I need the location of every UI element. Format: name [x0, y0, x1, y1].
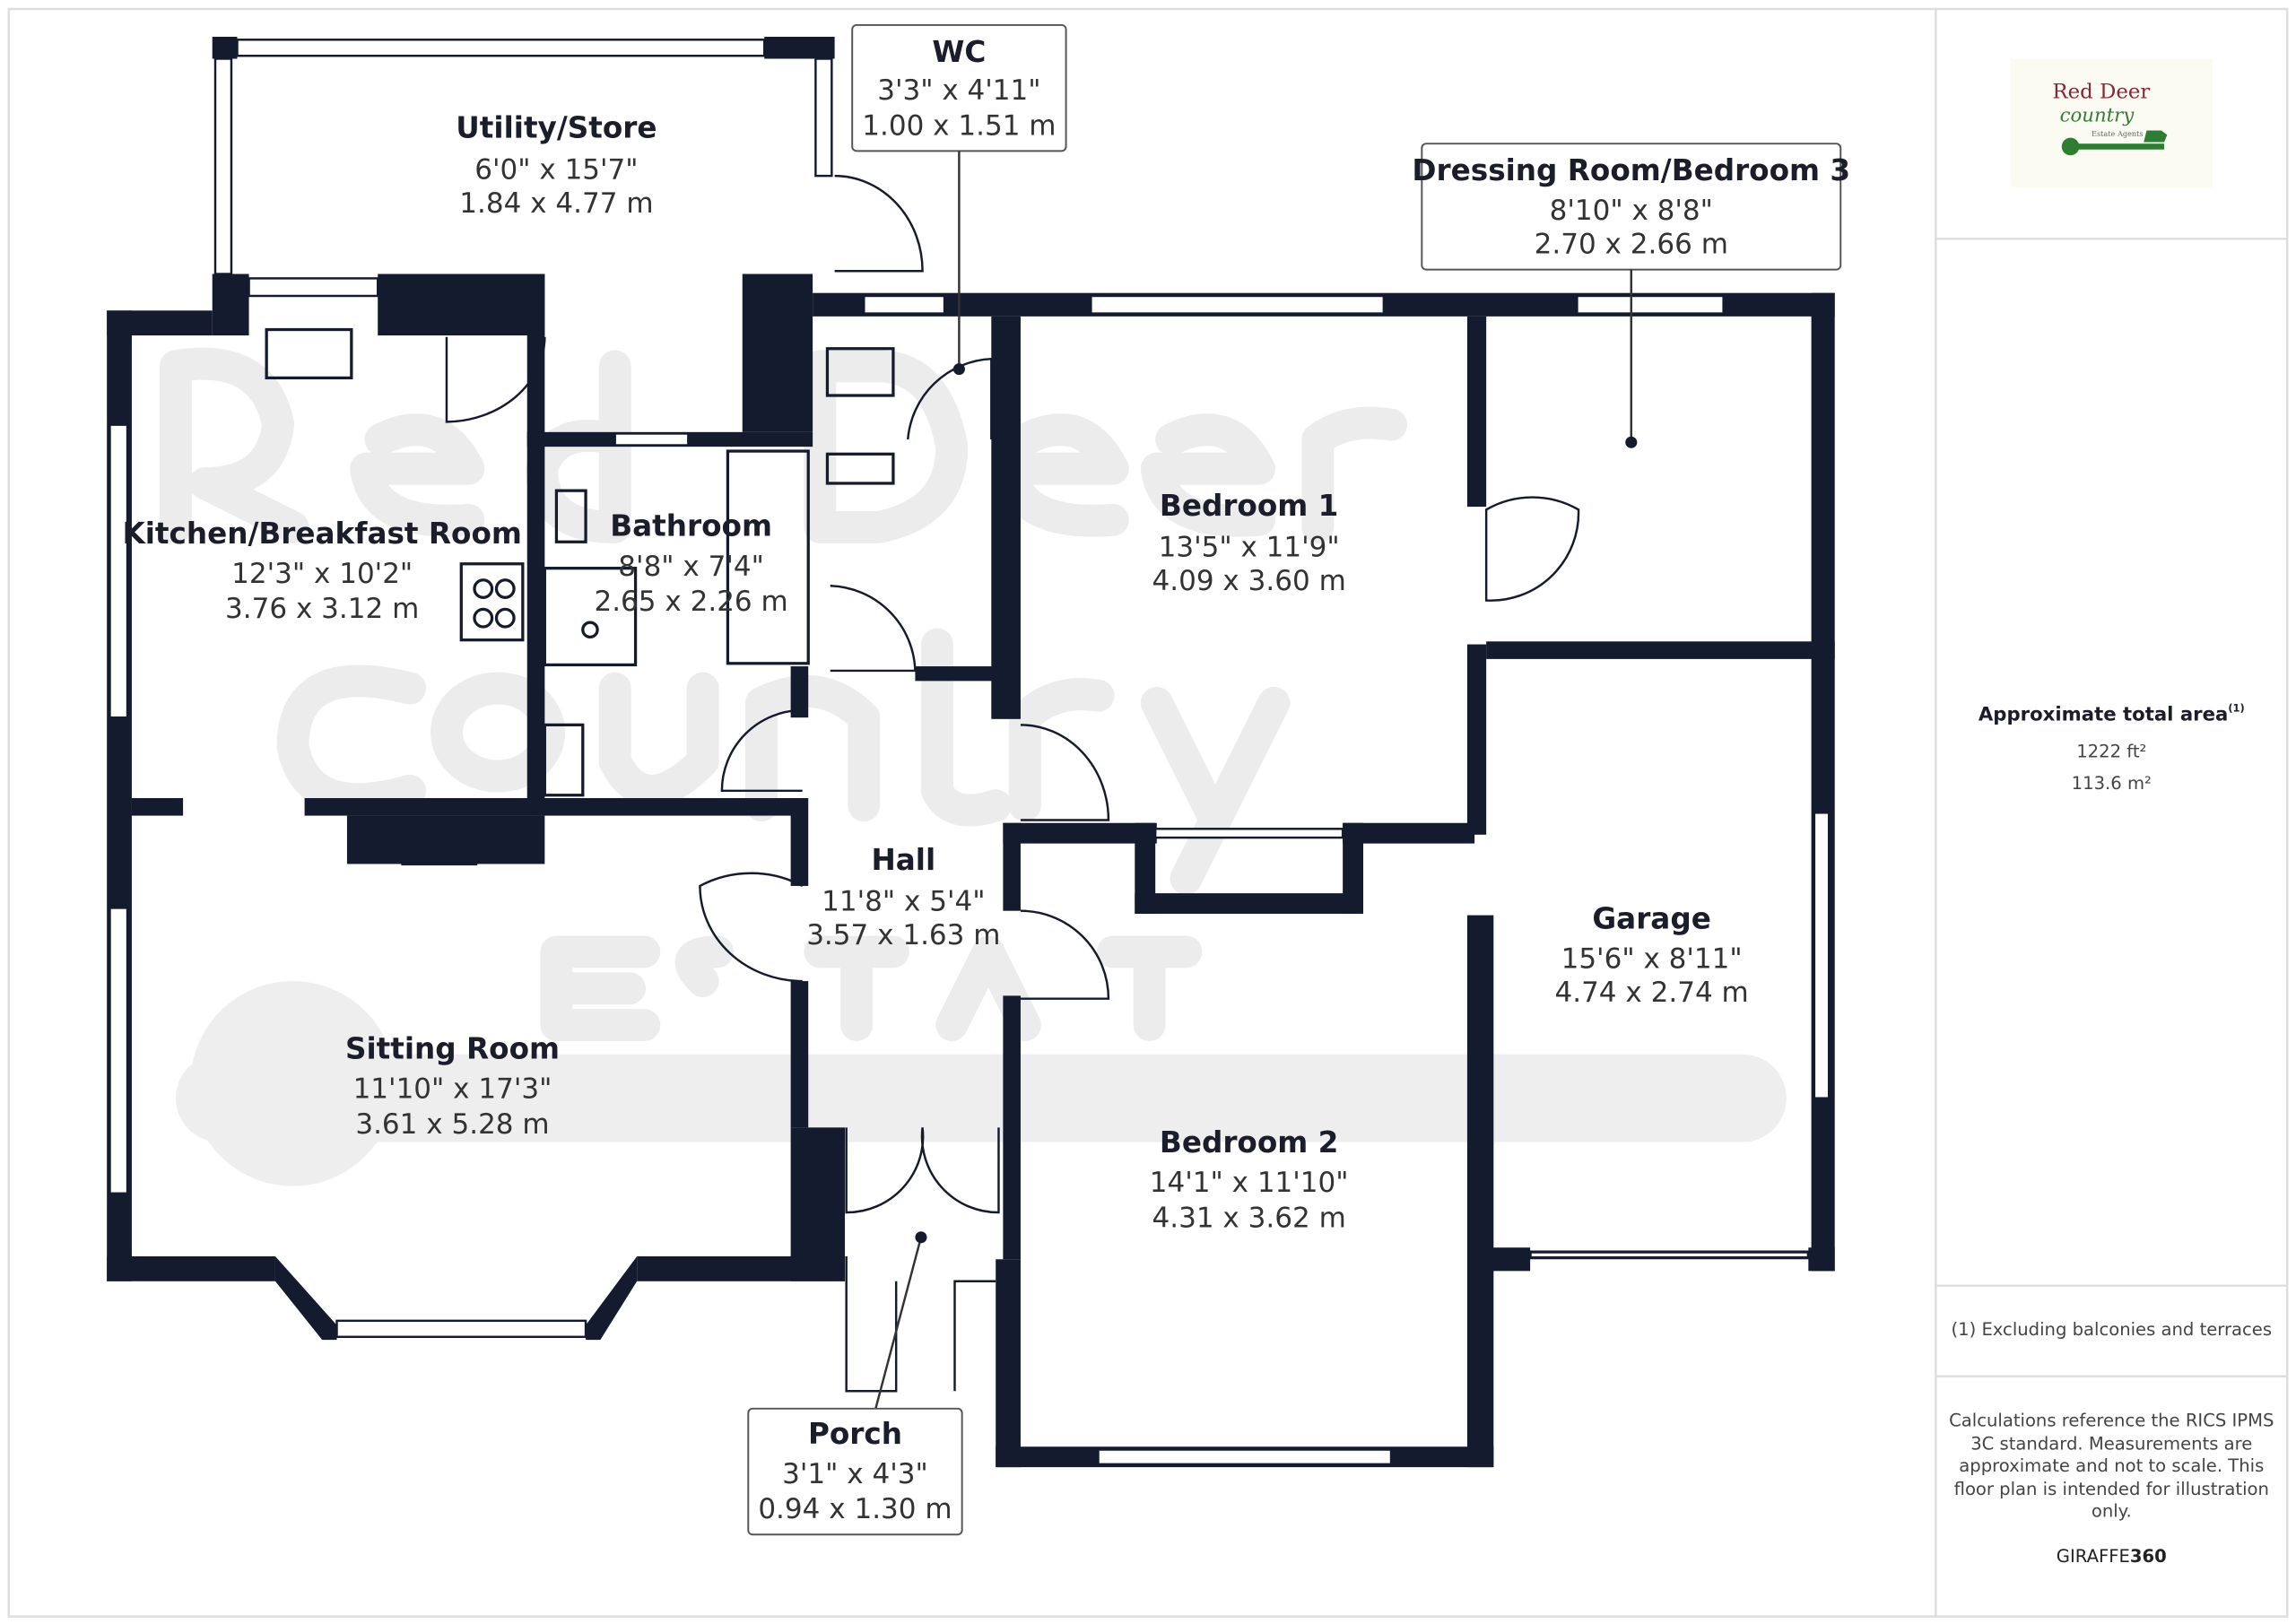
info-panel: Red Deer country Estate Agents Approxima… — [1935, 8, 2288, 1617]
room-metric: 3.57 x 1.63 m — [806, 919, 1000, 951]
area-m: 113.6 m² — [2072, 773, 2152, 794]
key-icon — [2061, 137, 2080, 156]
logo-line2: country — [2060, 105, 2135, 127]
page-border — [7, 7, 2289, 1618]
room-imperial: 13'5" x 11'9" — [1159, 532, 1340, 564]
watermark-subtitle-icon — [540, 935, 1203, 1042]
room-kitchen: Kitchen/Breakfast Room 12'3" x 10'2" 3.7… — [122, 517, 521, 625]
disclaimer-line: approximate and not to scale. This — [1959, 1455, 2264, 1476]
room-metric: 3.76 x 3.12 m — [225, 593, 419, 625]
area-ft: 1222 ft² — [2076, 741, 2146, 761]
room-imperial: 12'3" x 10'2" — [231, 558, 413, 590]
room-name: Bedroom 2 — [1160, 1125, 1338, 1159]
room-imperial: 3'1" x 4'3" — [782, 1458, 928, 1490]
room-metric: 4.09 x 3.60 m — [1152, 565, 1346, 597]
logo-line1: Red Deer — [2052, 81, 2150, 104]
room-bedroom2: Bedroom 2 14'1" x 11'10" 4.31 x 3.62 m — [1150, 1125, 1349, 1234]
room-imperial: 15'6" x 8'11" — [1561, 942, 1743, 975]
room-sitting: Sitting Room 11'10" x 17'3" 3.61 x 5.28 … — [345, 1032, 560, 1141]
deer-icon — [2144, 130, 2168, 143]
room-name: Porch — [808, 1417, 902, 1451]
room-imperial: 6'0" x 15'7" — [474, 153, 638, 186]
room-name: WC — [932, 35, 986, 69]
disclaimer-line: floor plan is intended for illustration — [1954, 1479, 2269, 1499]
room-metric: 1.84 x 4.77 m — [459, 187, 653, 220]
logo-line3: Estate Agents — [2092, 129, 2144, 138]
room-metric: 0.94 x 1.30 m — [758, 1493, 952, 1525]
logo: Red Deer country Estate Agents — [2010, 58, 2213, 188]
room-name: Bedroom 1 — [1160, 489, 1338, 523]
room-name: Garage — [1592, 901, 1710, 935]
watermark — [159, 347, 1787, 1186]
room-wc: WC 3'3" x 4'11" 1.00 x 1.51 m — [851, 23, 1067, 376]
room-utility: Utility/Store 6'0" x 15'7" 1.84 x 4.77 m — [456, 111, 657, 220]
room-garage: Garage 15'6" x 8'11" 4.74 x 2.74 m — [1554, 901, 1748, 1009]
room-metric: 1.00 x 1.51 m — [862, 109, 1056, 142]
room-imperial: 11'10" x 17'3" — [353, 1073, 552, 1106]
room-metric: 2.70 x 2.66 m — [1535, 229, 1728, 261]
footnote: (1) Excluding balconies and terraces — [1951, 1319, 2272, 1340]
room-name: Bathroom — [610, 509, 772, 543]
brand-mark: GIRAFFE360 — [2057, 1546, 2167, 1567]
watermark-script-icon — [276, 628, 1291, 895]
room-name: Utility/Store — [456, 111, 657, 145]
room-metric: 4.74 x 2.74 m — [1554, 977, 1748, 1009]
walls — [107, 37, 1835, 1468]
disclaimer-line: only. — [2092, 1501, 2132, 1522]
disclaimer-line: Calculations reference the RICS IPMS — [1949, 1410, 2274, 1430]
room-bedroom1: Bedroom 1 13'5" x 11'9" 4.09 x 3.60 m — [1152, 489, 1346, 597]
room-porch: Porch 3'1" x 4'3" 0.94 x 1.30 m — [747, 1231, 963, 1536]
room-metric: 4.31 x 3.62 m — [1152, 1202, 1346, 1234]
room-dressing: Dressing Room/Bedroom 3 8'10" x 8'8" 2.7… — [1412, 143, 1850, 448]
doors-fixtures — [265, 174, 1580, 1393]
room-name: Dressing Room/Bedroom 3 — [1412, 153, 1850, 187]
room-metric: 2.65 x 2.26 m — [594, 586, 787, 618]
room-name: Hall — [871, 843, 935, 877]
room-name: Kitchen/Breakfast Room — [122, 517, 521, 551]
area-title: Approximate total area(1) — [1979, 702, 2245, 726]
room-imperial: 8'8" x 7'4" — [618, 551, 764, 583]
room-name: Sitting Room — [345, 1032, 560, 1066]
room-imperial: 8'10" x 8'8" — [1550, 195, 1713, 227]
room-hall: Hall 11'8" x 5'4" 3.57 x 1.63 m — [806, 843, 1000, 951]
disclaimer-line: 3C standard. Measurements are — [1970, 1434, 2252, 1455]
room-metric: 3.61 x 5.28 m — [355, 1108, 549, 1141]
room-imperial: 11'8" x 5'4" — [822, 886, 985, 918]
room-imperial: 3'3" x 4'11" — [877, 74, 1040, 107]
room-bathroom: Bathroom 8'8" x 7'4" 2.65 x 2.26 m — [594, 509, 787, 618]
room-imperial: 14'1" x 11'10" — [1150, 1167, 1349, 1199]
